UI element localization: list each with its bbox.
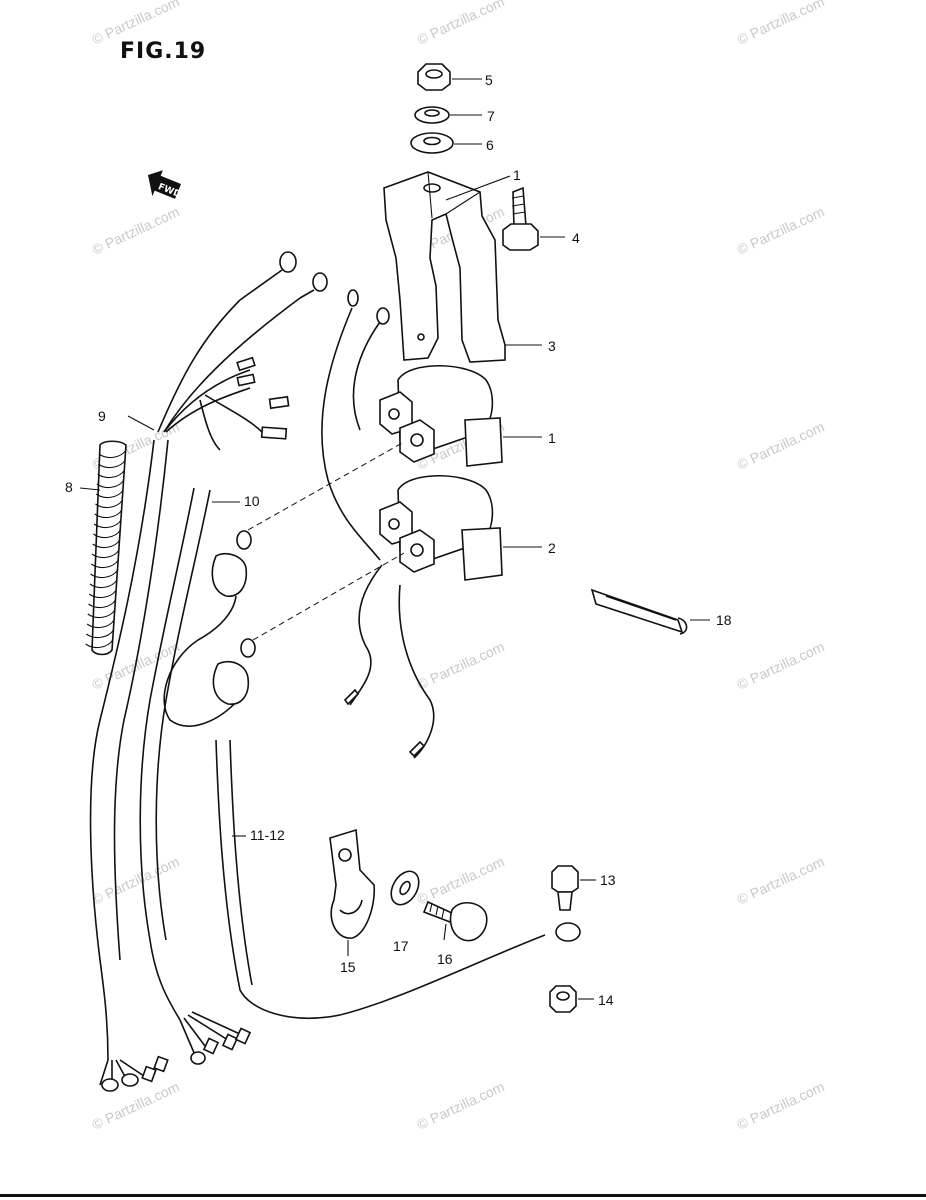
bolt-part-13 bbox=[551, 865, 596, 911]
callout-c13: 13 bbox=[600, 872, 616, 888]
watermark-text: © Partzilla.com bbox=[735, 203, 827, 257]
harness-part-9 bbox=[89, 251, 328, 1092]
callout-c2: 2 bbox=[548, 540, 556, 556]
relay-part-2 bbox=[379, 475, 542, 581]
spiral-ring bbox=[94, 509, 123, 519]
relay-part-1 bbox=[379, 365, 542, 467]
spiral-ring bbox=[88, 589, 117, 599]
spiral-ring bbox=[91, 549, 120, 559]
spiral-ring bbox=[97, 469, 126, 479]
callout-c18: 18 bbox=[716, 612, 732, 628]
callout-c8: 8 bbox=[65, 479, 73, 495]
washer-part-6 bbox=[410, 132, 482, 154]
band-part-18 bbox=[590, 588, 710, 635]
spiral-ring bbox=[88, 599, 116, 609]
spiral-ring bbox=[96, 479, 125, 489]
nut-part-5 bbox=[417, 63, 482, 91]
callout-c9: 9 bbox=[98, 408, 106, 424]
callout-c7: 7 bbox=[487, 108, 495, 124]
spiral-ring bbox=[86, 619, 115, 629]
callout-c1: 1 bbox=[513, 167, 521, 183]
tube-part-10 bbox=[139, 487, 252, 1065]
callout-c4: 4 bbox=[572, 230, 580, 246]
bolt-part-16 bbox=[422, 900, 488, 942]
washer-part-7 bbox=[414, 106, 482, 124]
spiral-ring bbox=[90, 569, 119, 579]
callout-c5: 5 bbox=[485, 72, 493, 88]
watermark-text: © Partzilla.com bbox=[735, 638, 827, 692]
spiral-ring bbox=[90, 559, 119, 569]
spiral-ring bbox=[87, 609, 116, 619]
callout-c14: 14 bbox=[598, 992, 614, 1008]
spiral-sleeve-part-8 bbox=[79, 440, 127, 656]
watermark-text: © Partzilla.com bbox=[735, 0, 827, 48]
spiral-ring bbox=[85, 639, 114, 649]
relay-lead-wires bbox=[321, 289, 435, 759]
watermark-text: © Partzilla.com bbox=[735, 418, 827, 472]
spiral-ring bbox=[93, 519, 122, 529]
bracket-part-3 bbox=[383, 171, 542, 363]
spiral-ring bbox=[97, 459, 126, 469]
bolt-part-4 bbox=[502, 186, 565, 251]
figure-title: FIG.19 bbox=[120, 39, 206, 64]
spiral-ring bbox=[92, 539, 121, 549]
watermark-text: © Partzilla.com bbox=[415, 638, 507, 692]
callout-c1b: 1 bbox=[548, 430, 556, 446]
callout-c1112: 11-12 bbox=[250, 827, 285, 843]
fwd-arrow-icon: FWD bbox=[148, 170, 182, 200]
callout-c3: 3 bbox=[548, 338, 556, 354]
watermark-text: © Partzilla.com bbox=[735, 1078, 827, 1132]
spiral-ring bbox=[95, 489, 124, 499]
watermark-text: © Partzilla.com bbox=[415, 853, 507, 907]
cord-part-11-12 bbox=[163, 530, 581, 1019]
nut-part-14 bbox=[549, 985, 594, 1013]
washer-part-17 bbox=[390, 870, 420, 906]
watermark-text: © Partzilla.com bbox=[415, 1078, 507, 1132]
watermark-layer: © Partzilla.com © Partzilla.com © Partzill… bbox=[90, 0, 827, 1133]
spiral-ring bbox=[95, 499, 123, 509]
callout-c6: 6 bbox=[486, 137, 494, 153]
spiral-ring bbox=[93, 529, 121, 539]
callout-c17: 17 bbox=[393, 938, 409, 954]
watermark-text: © Partzilla.com bbox=[90, 203, 182, 257]
spiral-ring bbox=[89, 579, 118, 589]
page-bottom-rule bbox=[0, 1194, 926, 1197]
watermark-text: © Partzilla.com bbox=[735, 853, 827, 907]
callout-c10: 10 bbox=[244, 493, 260, 509]
watermark-text: © Partzilla.com bbox=[90, 853, 182, 907]
spiral-ring bbox=[98, 449, 127, 459]
watermark-text: © Partzilla.com bbox=[415, 0, 507, 48]
callout-c16: 16 bbox=[437, 951, 453, 967]
clamp-part-15 bbox=[329, 828, 376, 956]
callout-c15: 15 bbox=[340, 959, 356, 975]
spiral-ring bbox=[86, 629, 114, 639]
